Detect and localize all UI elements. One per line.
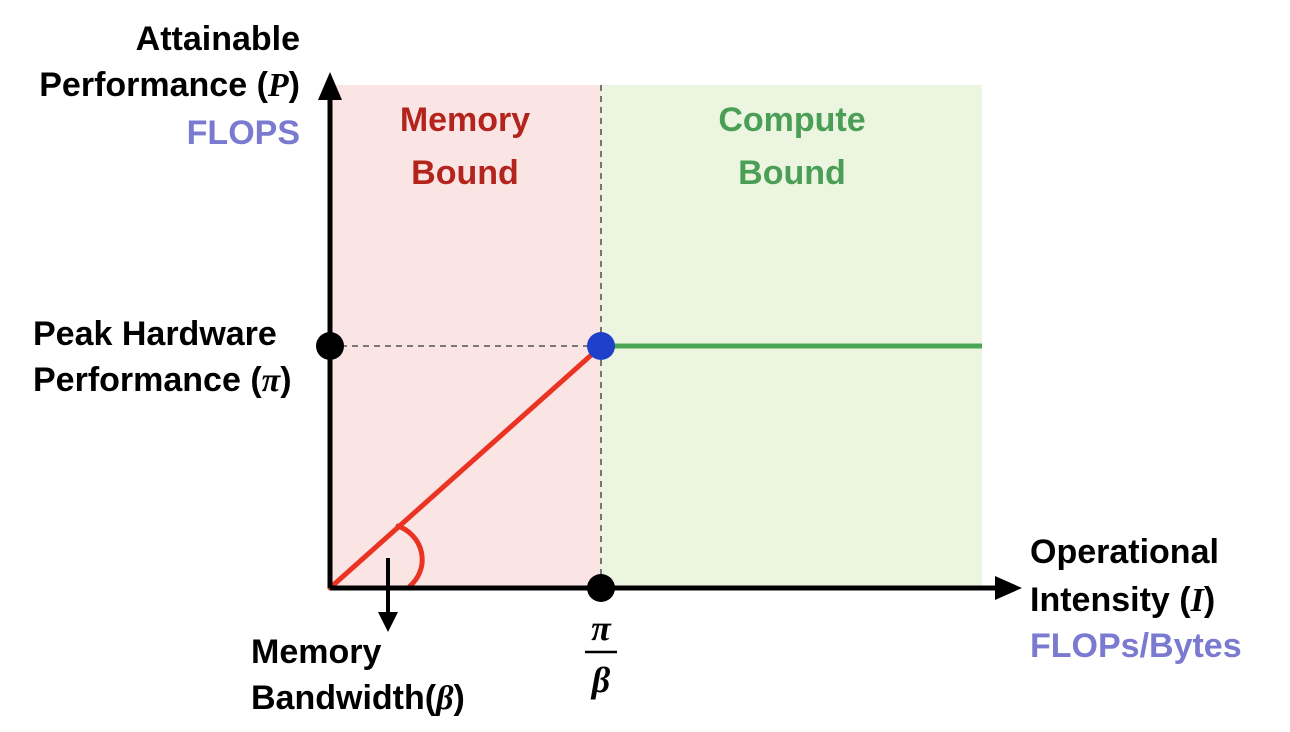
y-axis-title-line2: Performance (P) xyxy=(39,66,300,104)
ridge-denominator: β xyxy=(590,660,611,700)
peak-label-line2: Performance (π) xyxy=(33,361,292,399)
memory-bound-region xyxy=(330,85,601,588)
y-axis-arrowhead xyxy=(318,72,342,100)
y-axis-unit: FLOPS xyxy=(187,114,300,152)
bandwidth-pointer-head xyxy=(378,612,398,632)
x-axis-title-line2: Intensity (I) xyxy=(1030,581,1215,619)
compute-bound-label-line2: Bound xyxy=(738,154,846,192)
memory-roof-line xyxy=(327,346,601,591)
memory-bound-label-line1: Memory xyxy=(400,101,530,139)
y-axis-title-line1: Attainable xyxy=(136,20,300,58)
bandwidth-label-line2: Bandwidth(β) xyxy=(251,679,465,717)
compute-bound-label-line1: Compute xyxy=(718,101,865,139)
x-axis-title-line1: Operational xyxy=(1030,533,1219,571)
peak-label-line1: Peak Hardware xyxy=(33,315,277,353)
ridge-x-marker xyxy=(587,574,615,602)
x-axis-arrowhead xyxy=(995,576,1022,600)
ridge-point xyxy=(587,332,615,360)
x-axis-unit: FLOPs/Bytes xyxy=(1030,627,1242,665)
bandwidth-label-line1: Memory xyxy=(251,633,381,671)
ridge-numerator: π xyxy=(591,608,612,648)
peak-marker xyxy=(316,332,344,360)
bandwidth-angle-arc xyxy=(395,523,425,589)
compute-bound-region xyxy=(601,85,982,588)
memory-bound-label-line2: Bound xyxy=(411,154,519,192)
